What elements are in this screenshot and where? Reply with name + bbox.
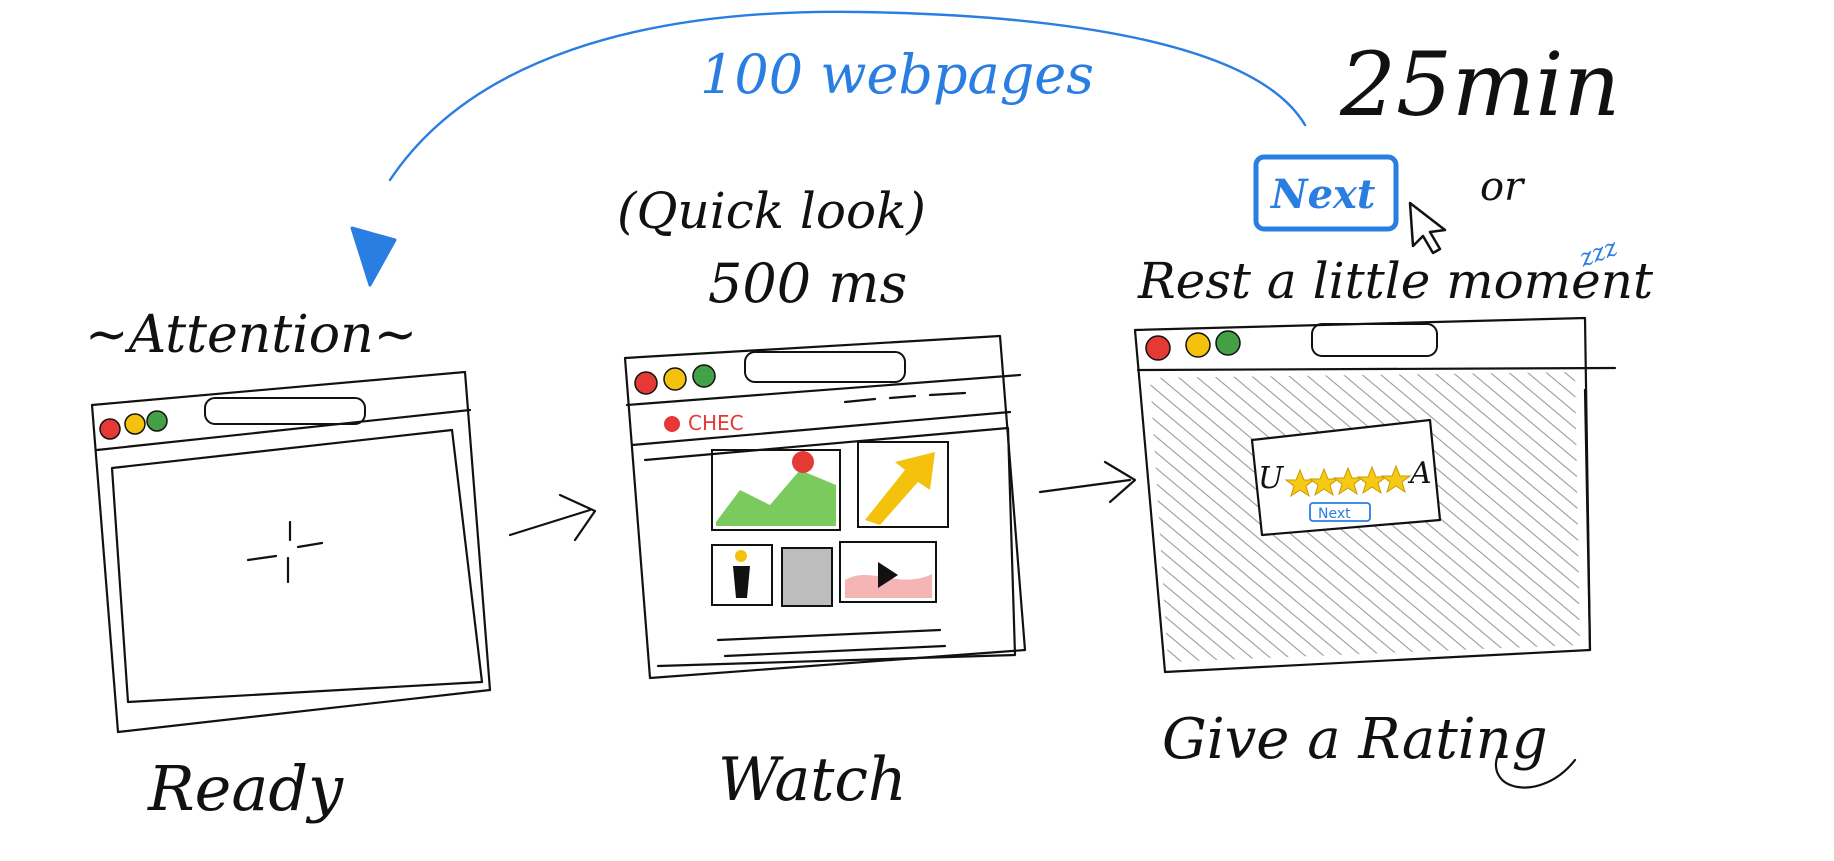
- rating-dialog: U A Next: [1250, 418, 1442, 537]
- rating-right-label: A: [1407, 456, 1432, 491]
- step-3-browser-window: U A Next: [1133, 316, 1617, 674]
- step-1-heading: ~Attention~: [85, 305, 417, 365]
- image-thumbnail: [857, 441, 949, 528]
- window-close-dot: [99, 418, 121, 440]
- step-3-caption: Give a Rating: [1162, 707, 1548, 772]
- site-logo: CHEC: [688, 411, 744, 435]
- mouse-pointer-icon: [1408, 201, 1447, 255]
- or-text: or: [1480, 164, 1526, 210]
- rating-left-label: U: [1258, 461, 1285, 496]
- fixation-cross-icon: [246, 520, 324, 584]
- address-bar: [744, 351, 906, 383]
- session-duration: 25min: [1339, 33, 1620, 136]
- caption-underline-hook: [1494, 748, 1577, 789]
- step-2-heading: (Quick look): [617, 182, 926, 240]
- video-thumbnail: [839, 541, 937, 603]
- step-2-subheading: 500 ms: [708, 252, 907, 315]
- arrow-2-head: [1103, 460, 1137, 504]
- star-icon: [1380, 464, 1412, 494]
- image-thumbnail: [711, 449, 841, 531]
- window-max-dot: [1215, 330, 1241, 356]
- window-max-dot: [692, 364, 716, 388]
- next-button-sketch: Next: [1253, 154, 1399, 232]
- step-2-caption: Watch: [718, 745, 907, 815]
- address-bar: [1311, 323, 1438, 357]
- image-thumbnail: [781, 547, 833, 607]
- window-min-dot: [124, 413, 146, 435]
- star-rating: [1284, 464, 1412, 498]
- image-thumbnail: [711, 544, 773, 606]
- step-1-browser-window: [90, 370, 492, 734]
- window-close-dot: [634, 371, 658, 395]
- rest-text: Rest a little moment: [1137, 252, 1654, 310]
- window-close-dot: [1145, 335, 1171, 361]
- loop-arrow: [388, 10, 1307, 182]
- site-logo-dot: [664, 416, 680, 432]
- loop-label: 100 webpages: [700, 43, 1094, 106]
- step-1-caption: Ready: [147, 752, 344, 825]
- step-2-browser-window: CHEC: [623, 334, 1027, 680]
- next-button-label: Next: [1269, 171, 1376, 218]
- window-min-dot: [663, 367, 687, 391]
- window-min-dot: [1185, 332, 1211, 358]
- address-bar: [204, 397, 366, 425]
- arrow-right-icon: [1038, 478, 1132, 494]
- rating-next-button: Next: [1318, 506, 1351, 522]
- loop-arrowhead: [350, 226, 397, 287]
- arrow-1-head: [558, 493, 597, 542]
- window-max-dot: [146, 410, 168, 432]
- arrow-right-icon: [508, 508, 592, 537]
